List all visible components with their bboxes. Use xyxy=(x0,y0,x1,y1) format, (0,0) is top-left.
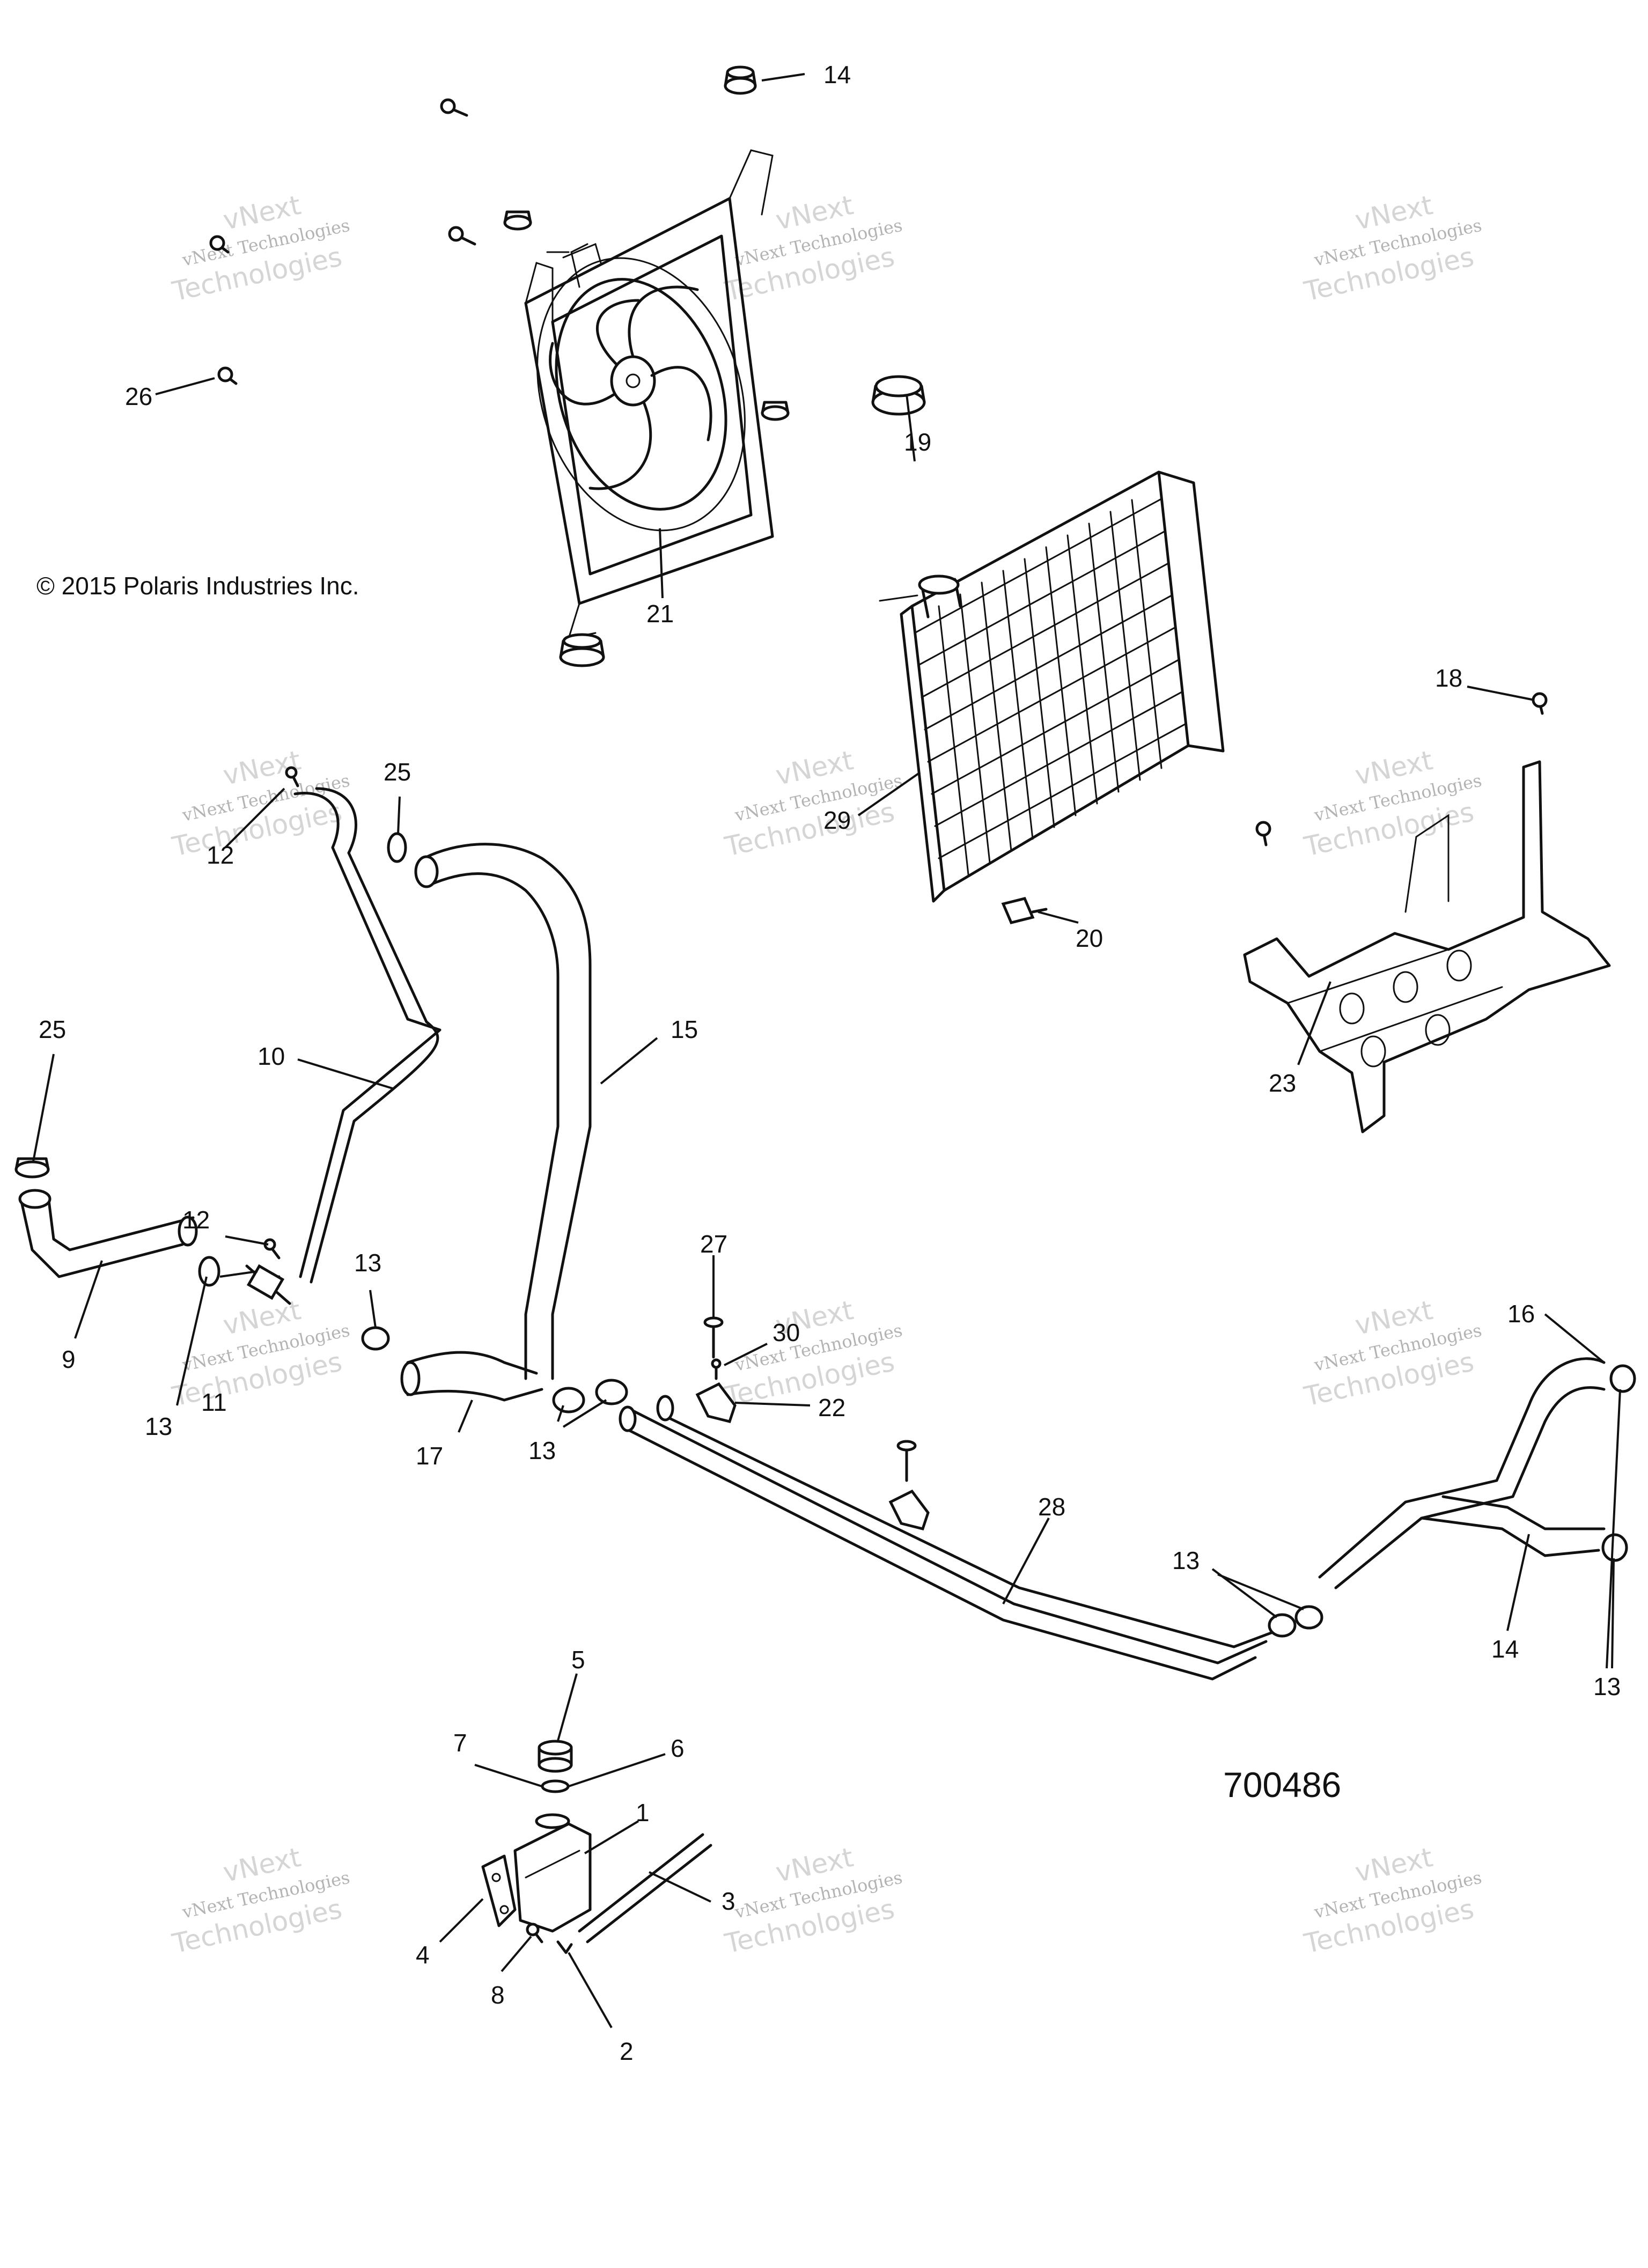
part-clamp xyxy=(387,832,407,863)
copyright-notice: © 2015 Polaris Industries Inc. xyxy=(36,572,359,600)
part-clamp xyxy=(1609,1364,1636,1393)
callout-9: 9 xyxy=(62,1345,76,1373)
part-grommet-bottom xyxy=(559,633,605,667)
callout-18: 19 xyxy=(904,428,931,456)
part-hose-9 xyxy=(18,1189,198,1278)
callout-labels: 14 26 21 19 18 29 20 23 25 12 10 15 25 1… xyxy=(39,61,1621,2065)
callout-21: 20 xyxy=(1076,924,1103,952)
part-bolts-fan xyxy=(209,98,476,385)
callout-17: 18 xyxy=(1435,664,1462,692)
part-hose-16 xyxy=(400,1351,543,1402)
part-clamp xyxy=(198,1256,220,1287)
part-cap-5 xyxy=(538,1740,573,1773)
callout-13-lower: 13 xyxy=(528,1437,556,1464)
callout-11: 11 xyxy=(201,1388,227,1416)
callout-12-lower: 12 xyxy=(182,1206,210,1234)
callout-2: 2 xyxy=(620,2037,634,2065)
callout-27: 27 xyxy=(700,1230,727,1258)
callout-13-right: 13 xyxy=(1172,1547,1200,1574)
callout-24: 23 xyxy=(1269,1069,1296,1097)
leader-lines xyxy=(32,73,1621,2028)
part-screw-8 xyxy=(526,1923,543,1943)
callout-5: 5 xyxy=(571,1646,585,1674)
part-clamp xyxy=(361,1326,390,1351)
drawing-number: 700486 xyxy=(1223,1765,1341,1805)
part-clamp xyxy=(1268,1613,1297,1638)
part-radiator xyxy=(879,470,1225,903)
part-mounting-bracket xyxy=(1243,760,1611,1133)
callout-14: 14 xyxy=(1491,1635,1519,1663)
part-tee-11 xyxy=(245,1264,291,1305)
callout-10: 10 xyxy=(258,1042,285,1070)
part-tubes-28 xyxy=(619,1395,1278,1681)
part-screw-30 xyxy=(711,1358,722,1380)
part-clamp xyxy=(595,1379,628,1405)
callout-4: 4 xyxy=(416,1941,430,1969)
callout-20: 14 xyxy=(823,61,851,89)
part-clamp xyxy=(552,1387,585,1413)
callout-6: 6 xyxy=(671,1734,685,1762)
part-hose-14 xyxy=(1318,1357,1606,1589)
part-radiator-cap xyxy=(871,375,926,416)
part-clamp xyxy=(14,1157,50,1179)
part-tank-1 xyxy=(513,1813,592,1933)
radiator-fins xyxy=(914,498,1186,875)
part-clamp xyxy=(1294,1605,1323,1630)
callout-16: 17 xyxy=(416,1442,443,1470)
callout-12-upper: 12 xyxy=(207,841,234,869)
part-grommet-upper xyxy=(503,210,532,231)
part-clip-23 xyxy=(695,1382,930,1530)
part-fan-assembly xyxy=(524,149,774,639)
callout-3: 3 xyxy=(722,1887,735,1915)
part-hose-10 xyxy=(293,787,442,1284)
callout-25-upper: 25 xyxy=(384,758,411,786)
part-bolt-17 xyxy=(1532,692,1548,715)
callout-13-far-right: 13 xyxy=(1593,1673,1621,1700)
part-grommet-top xyxy=(724,65,757,95)
callout-15: 15 xyxy=(671,1015,698,1043)
part-hose-15 xyxy=(414,843,592,1380)
part-tube-3 xyxy=(578,1833,712,1943)
callout-26: 26 xyxy=(125,382,152,410)
callout-30: 30 xyxy=(772,1319,800,1346)
part-fitting-2 xyxy=(556,1940,573,1954)
callout-7: 7 xyxy=(453,1729,467,1757)
callout-8: 8 xyxy=(491,1981,505,2009)
callout-13-mid: 13 xyxy=(354,1249,381,1277)
part-clamp xyxy=(1601,1533,1628,1562)
part-drain-plug xyxy=(1001,897,1048,924)
part-bolt-bracket xyxy=(1255,821,1271,846)
callout-25-left: 25 xyxy=(39,1015,66,1043)
part-bolt-27 xyxy=(703,1316,917,1482)
callout-28: 28 xyxy=(1038,1493,1065,1521)
callout-1: 1 xyxy=(636,1799,650,1827)
part-seal-6 xyxy=(541,1779,570,1793)
callout-23: 22 xyxy=(818,1394,845,1422)
callout-22: 21 xyxy=(646,600,674,628)
callout-13-left: 13 xyxy=(145,1412,172,1440)
part-grommet-right xyxy=(761,401,790,421)
callout-29: 29 xyxy=(823,806,851,834)
part-plate-4 xyxy=(481,1854,517,1927)
callout-19: 16 xyxy=(1507,1300,1535,1328)
